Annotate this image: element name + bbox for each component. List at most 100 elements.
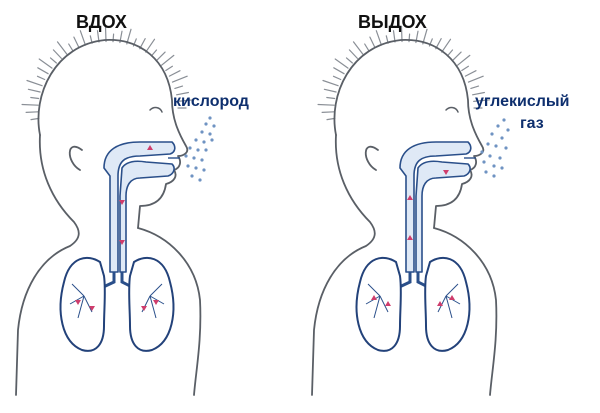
bronchiole [71, 283, 85, 297]
gas-particle [196, 148, 200, 152]
hair-strand [321, 111, 335, 114]
gas-particle [210, 138, 214, 142]
bronchiole [367, 283, 381, 297]
airway-lower [415, 160, 471, 273]
bronchiole [379, 295, 389, 313]
gas-particle [506, 128, 510, 132]
flow-arrow [407, 235, 413, 240]
hair-strand [161, 54, 175, 66]
hair-strand [472, 91, 485, 96]
hair-strand [27, 88, 41, 93]
gas-particle [204, 122, 208, 126]
gas-particle [204, 148, 208, 152]
hair-strand [446, 49, 454, 57]
flow-arrow [141, 306, 147, 311]
gas-particle [492, 164, 496, 168]
co2-label-line-2: газ [520, 115, 544, 132]
gas-particles [184, 116, 216, 182]
right-lung [128, 256, 175, 352]
hair-strand [73, 36, 80, 49]
bronchiole [149, 283, 163, 297]
head-outline [333, 39, 485, 229]
hair-strand [461, 65, 469, 72]
hair-strand [174, 85, 184, 90]
gas-particle [492, 174, 496, 178]
hair-strand [400, 25, 403, 43]
hair-strand [334, 58, 349, 69]
hair-strand [369, 36, 376, 49]
head-outline [37, 39, 189, 229]
flow-arrow [449, 295, 455, 300]
gas-particle [482, 160, 486, 164]
exhale-figure [311, 25, 510, 396]
hair-strand [52, 49, 63, 60]
gas-particle [212, 124, 216, 128]
hair-strand [364, 43, 370, 52]
flow-arrow [407, 195, 413, 200]
hair-strand [150, 49, 158, 57]
back-outline [15, 134, 80, 396]
hair-strand [37, 67, 49, 75]
hair-strand [171, 75, 188, 83]
flow-arrows [371, 170, 455, 306]
hair-strand [348, 49, 359, 60]
hair-strand [176, 91, 189, 96]
hair-strand [26, 79, 43, 87]
hair-strand [38, 58, 53, 69]
back-outline [311, 134, 376, 396]
hair-strand [177, 99, 195, 103]
hair-strand [30, 96, 40, 100]
gas-particle [490, 132, 494, 136]
hair-strand [467, 75, 484, 83]
airway-upper [399, 141, 472, 273]
gas-particle [194, 166, 198, 170]
flow-arrow [147, 145, 153, 150]
gas-particle [494, 144, 498, 148]
flow-arrow [371, 295, 377, 300]
airway-upper [103, 141, 176, 273]
hair-strand [332, 75, 342, 81]
bronchioles [69, 283, 165, 319]
gas-particle [200, 158, 204, 162]
hair-strand [165, 65, 173, 72]
gas-particle [480, 150, 484, 154]
gas-particle [200, 130, 204, 134]
gas-particle [484, 170, 488, 174]
gas-particle [184, 154, 188, 158]
right-lung [424, 256, 471, 352]
bronchiole [373, 295, 381, 319]
gas-particle [488, 154, 492, 158]
gas-particle [500, 166, 504, 170]
hair-strand [68, 43, 74, 52]
bronchiole [77, 295, 85, 319]
bronchiole [437, 295, 447, 313]
exhale-title: ВЫДОХ [358, 12, 427, 32]
front-outline [433, 227, 498, 396]
flow-arrow [89, 306, 95, 311]
gas-particle [194, 138, 198, 142]
gas-particle [504, 146, 508, 150]
left-lung [355, 256, 402, 352]
hair-strand [21, 103, 39, 106]
gas-particle [190, 174, 194, 178]
hair-strand [156, 51, 166, 61]
co2-label-line-1: углекислый [475, 93, 570, 110]
flow-arrow [119, 240, 125, 245]
airway-lower [119, 160, 175, 273]
hair-strand [36, 75, 46, 81]
hair-strand [375, 30, 383, 46]
hair-strand [25, 111, 39, 114]
hair-strand [323, 88, 337, 93]
gas-particle [208, 132, 212, 136]
bronchiole [445, 295, 453, 319]
hair-strand [470, 85, 480, 90]
gas-particle [202, 140, 206, 144]
gas-particle [202, 168, 206, 172]
hair-strand [473, 99, 491, 103]
gas-particle [192, 156, 196, 160]
gas-particle [500, 136, 504, 140]
inhale-figure [15, 25, 216, 396]
hair [21, 25, 195, 121]
inhale-title: ВДОХ [76, 12, 127, 32]
hair-strand [352, 41, 364, 55]
